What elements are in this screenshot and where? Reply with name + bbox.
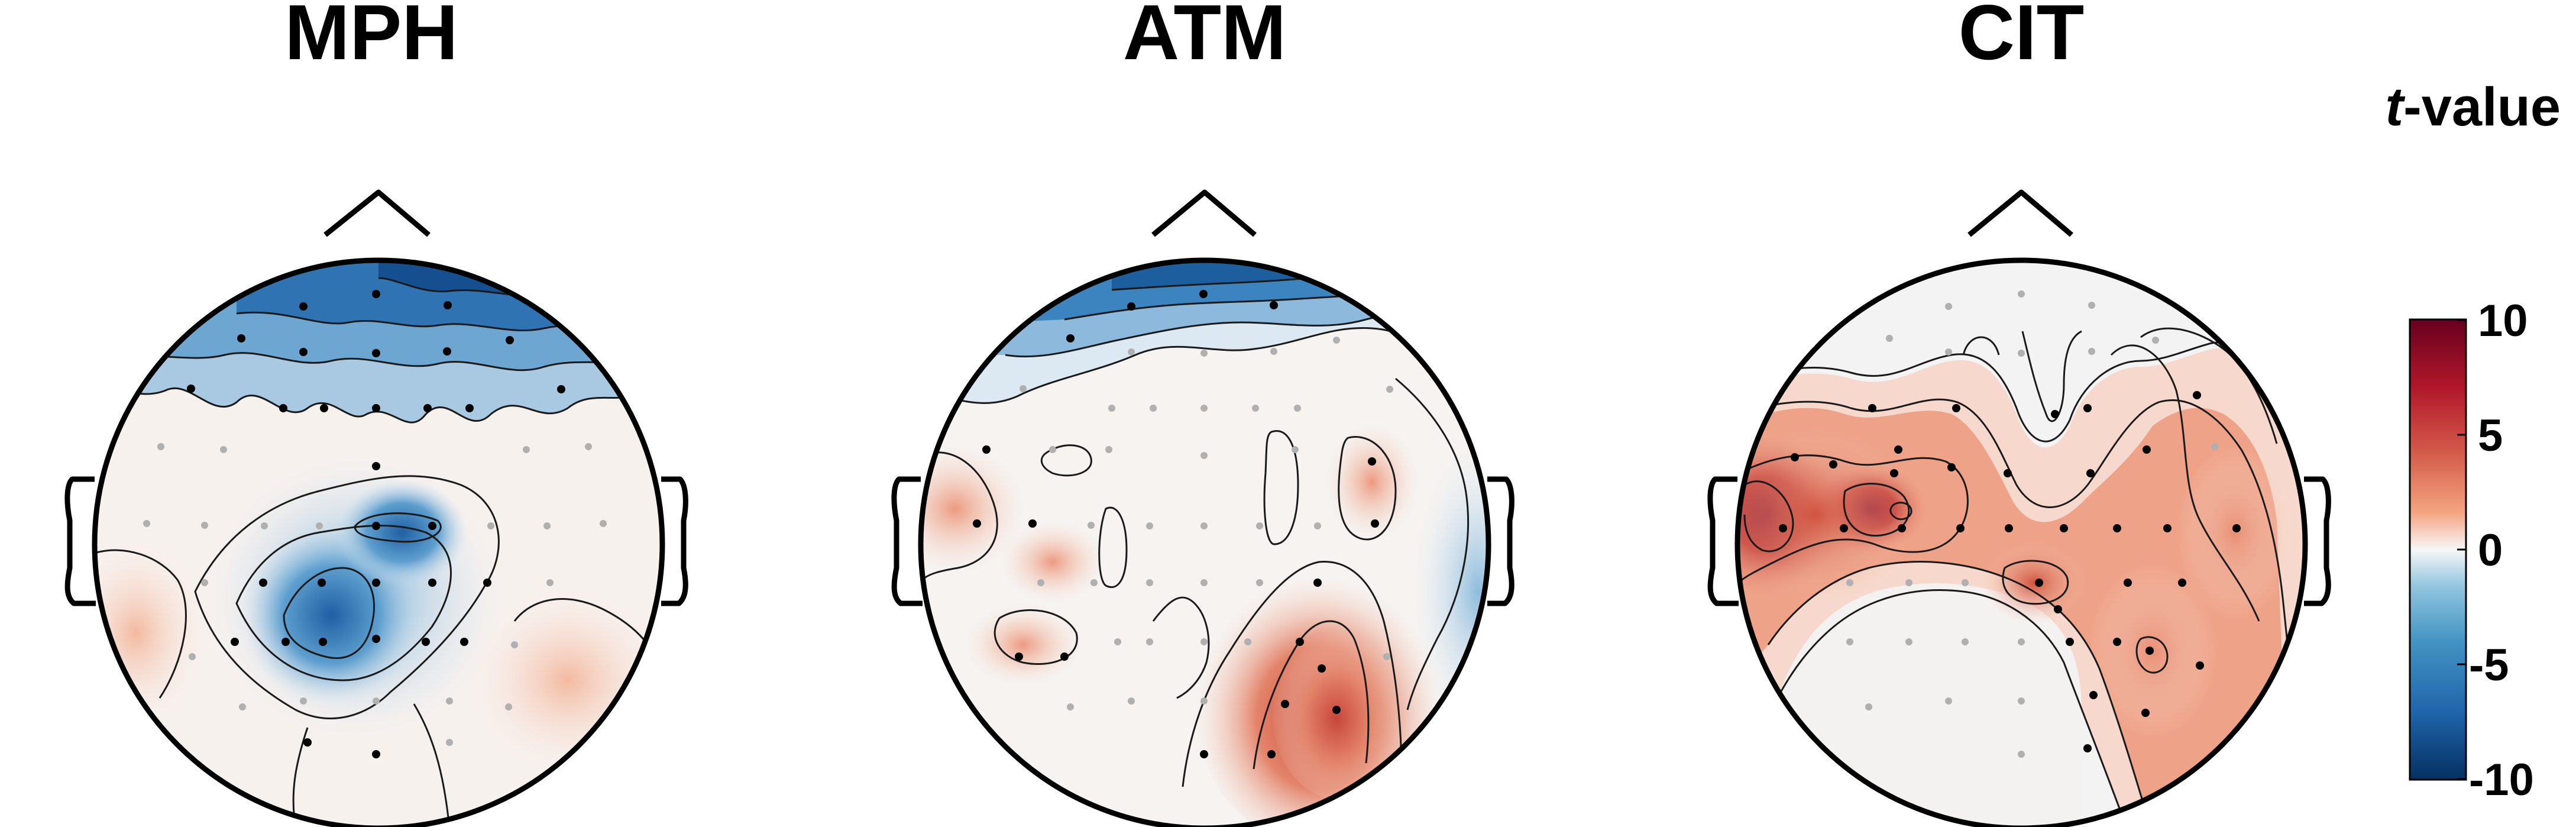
colorbar-tick-neg10: -10 xyxy=(2469,755,2534,805)
right-ear-icon xyxy=(661,476,688,606)
nose-icon xyxy=(1967,189,2073,237)
topomap-cit: CIT xyxy=(1707,0,2331,827)
panel-title-cit: CIT xyxy=(1959,0,2085,76)
significant-electrodes-cit xyxy=(1779,391,2241,752)
panel-title-atm: ATM xyxy=(1123,0,1286,76)
topomap-atm: ATM xyxy=(891,0,1514,827)
nose-icon xyxy=(1151,189,1257,237)
electrodes-mph xyxy=(143,290,607,758)
colorbar-label: t-value xyxy=(2385,77,2561,137)
colorbar-tick-10: 10 xyxy=(2478,296,2528,346)
left-ear-icon xyxy=(891,476,923,606)
electrodes-cit xyxy=(1779,290,2241,758)
colorbar-gradient xyxy=(2409,318,2467,781)
nose-icon xyxy=(323,189,431,237)
right-ear-icon xyxy=(2304,476,2331,606)
colorbar-ticks xyxy=(2457,319,2466,780)
colorbar-label-t: t xyxy=(2385,77,2405,137)
right-ear-icon xyxy=(1487,476,1514,606)
contour-lines-cit xyxy=(1737,327,2305,827)
colorbar-label-rest: -value xyxy=(2403,77,2561,137)
nonsignificant-electrodes-cit xyxy=(1846,290,2218,758)
head-outline-mph xyxy=(64,189,688,827)
significant-electrodes-mph xyxy=(187,290,565,758)
left-ear-icon xyxy=(64,476,96,606)
colorbar-tick-5: 5 xyxy=(2478,411,2503,461)
colorbar-tick-0: 0 xyxy=(2478,525,2503,576)
head-outline-cit xyxy=(1707,189,2331,827)
left-ear-icon xyxy=(1707,476,1739,606)
electrodes-atm xyxy=(973,290,1393,758)
head-outline-atm xyxy=(891,189,1514,827)
topomap-mph: MPH xyxy=(64,0,688,827)
significant-electrodes-atm xyxy=(973,290,1379,758)
nonsignificant-electrodes-mph xyxy=(143,443,607,746)
scalp-map-atm xyxy=(921,260,1488,827)
colorbar-tick-neg5: -5 xyxy=(2469,640,2509,690)
panel-title-mph: MPH xyxy=(284,0,458,76)
colorbar: t-value 10 5 0 -5 -10 xyxy=(2385,77,2561,805)
nonsignificant-electrodes-atm xyxy=(1020,337,1393,710)
